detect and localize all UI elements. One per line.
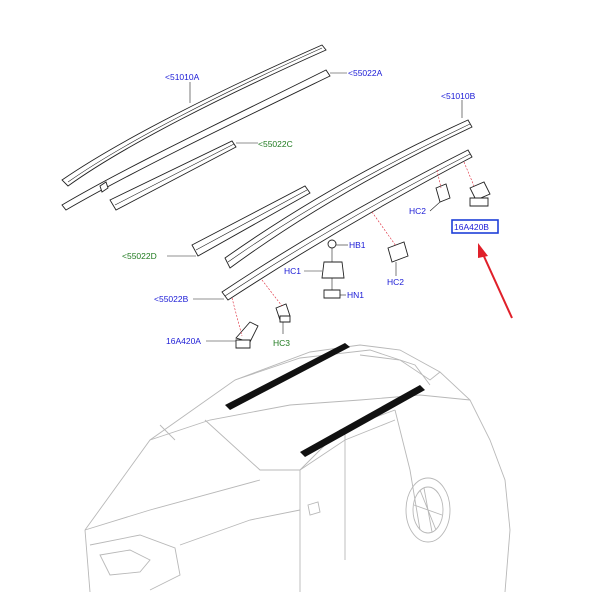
- label-55022B: <55022B: [154, 294, 189, 304]
- clip-HC3: [275, 303, 291, 323]
- vehicle-roof-rail-right: [300, 385, 425, 457]
- label-HC2-lower: HC2: [387, 277, 404, 287]
- label-55022C: <55022C: [258, 139, 293, 149]
- label-16A420B: 16A420B: [454, 222, 489, 232]
- red-arrow-indicator: [478, 243, 513, 319]
- clip-55022A: [99, 181, 109, 193]
- label-51010A: <51010A: [165, 72, 200, 82]
- bracket-16A420B: [469, 181, 491, 207]
- position-line: [436, 169, 442, 189]
- highlight-box-16A420B: [451, 219, 499, 234]
- position-line: [463, 161, 475, 187]
- strip-55022C: [109, 140, 237, 211]
- vehicle-roof-rail-left: [225, 343, 350, 410]
- position-line: [371, 211, 397, 247]
- label-55022D: <55022D: [122, 251, 157, 261]
- label-16A420A: 16A420A: [166, 336, 201, 346]
- clip-HC2-lower: [387, 241, 409, 263]
- rail-51010B: [224, 119, 473, 269]
- rail-55022A: [61, 69, 331, 211]
- position-line: [261, 279, 283, 307]
- label-HC3: HC3: [273, 338, 290, 348]
- label-55022A: <55022A: [348, 68, 383, 78]
- clip-HC2-upper: [435, 183, 451, 203]
- strip-55022D: [191, 185, 311, 257]
- label-HN1: HN1: [347, 290, 364, 300]
- label-HB1: HB1: [349, 240, 366, 250]
- label-HC2-upper: HC2: [409, 206, 426, 216]
- label-51010B: <51010B: [441, 91, 476, 101]
- position-line: [231, 297, 243, 337]
- rail-51010A: [61, 44, 327, 187]
- stud-HB1-HC1-HN1: [321, 239, 345, 299]
- vehicle-outline: [84, 344, 511, 592]
- bracket-16A420A: [235, 321, 259, 349]
- label-HC1: HC1: [284, 266, 301, 276]
- leader-HC2-upper: [429, 201, 441, 212]
- rail-55022B: [221, 149, 473, 301]
